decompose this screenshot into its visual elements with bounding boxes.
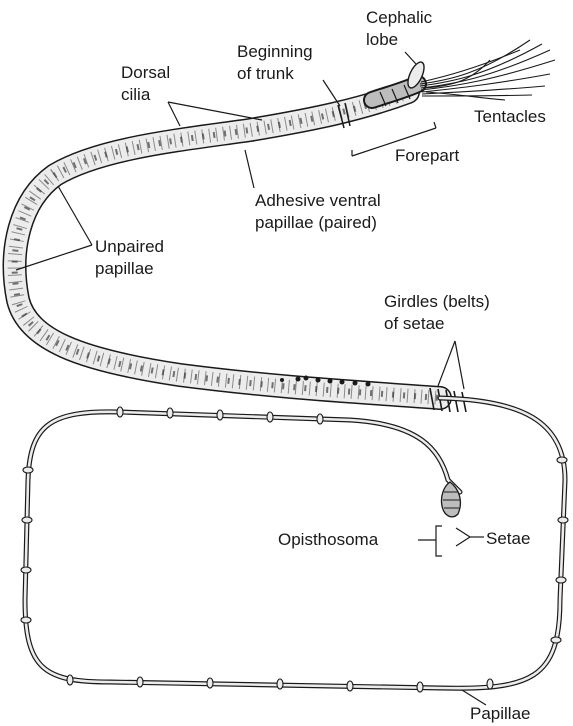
label-tentacles: Tentacles [474, 107, 546, 126]
label-girdles-of-setae-line1: Girdles (belts) [384, 292, 490, 311]
label-unpaired-papillae-line2: papillae [95, 259, 154, 278]
worm-anterior-trunk [15, 92, 440, 398]
label-adhesive-ventral-papillae-line2: papillae (paired) [255, 213, 377, 232]
label-setae: Setae [486, 529, 530, 548]
label-forepart: Forepart [395, 146, 460, 165]
label-beginning-of-trunk-line2: of trunk [237, 64, 294, 83]
label-dorsal-cilia-line2: cilia [121, 85, 151, 104]
label-opisthosoma: Opisthosoma [278, 530, 379, 549]
label-unpaired-papillae-line1: Unpaired [95, 237, 164, 256]
loop-papillae [21, 407, 568, 692]
label-dorsal-cilia-line1: Dorsal [121, 63, 170, 82]
label-cephalic-lobe-line1: Cephalic [366, 8, 433, 27]
tentacles-bundle [420, 40, 555, 100]
label-girdles-of-setae-line2: of setae [384, 314, 445, 333]
label-adhesive-ventral-papillae-line1: Adhesive ventral [255, 191, 381, 210]
label-cephalic-lobe-line2: lobe [366, 30, 398, 49]
label-papillae: Papillae [470, 704, 531, 723]
label-beginning-of-trunk-line1: Beginning [237, 42, 313, 61]
